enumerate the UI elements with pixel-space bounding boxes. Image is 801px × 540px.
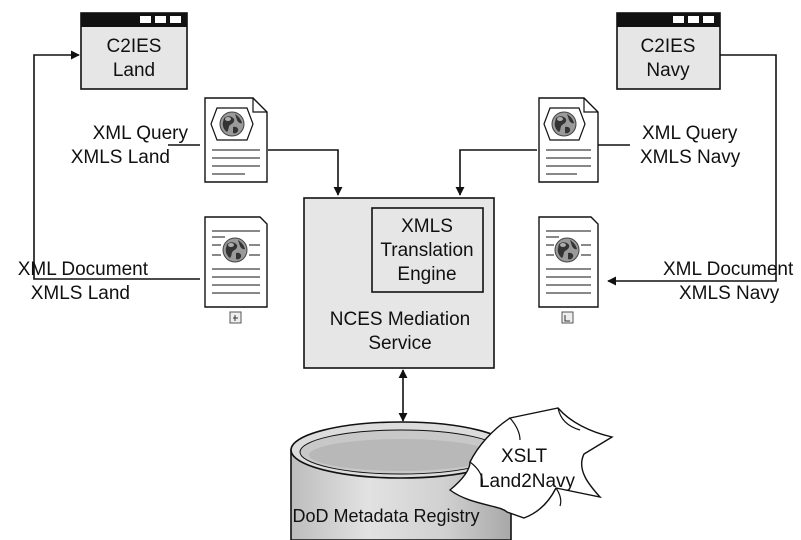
engine-label-line1: XMLS bbox=[401, 216, 453, 237]
query-navy-label-line2: XMLS Navy bbox=[640, 147, 741, 168]
engine-label-line2: Translation bbox=[380, 240, 473, 261]
query-navy-label-line1: XML Query bbox=[642, 123, 738, 144]
registry-label: DoD Metadata Registry bbox=[292, 506, 479, 526]
window-navy-title-line2: Navy bbox=[646, 60, 690, 81]
window-land: C2IES Land bbox=[80, 12, 188, 90]
arrow-doc-land-to-window bbox=[33, 50, 200, 280]
globe-document-icon bbox=[538, 97, 599, 183]
doc-land-label-line1: XML Document bbox=[18, 259, 149, 280]
xslt-label-line2: Land2Navy bbox=[479, 471, 576, 492]
query-land-label-line1: XML Query bbox=[93, 123, 189, 144]
service-label-line2: Service bbox=[368, 333, 431, 354]
database-cylinder-icon: DoD Metadata Registry bbox=[290, 421, 512, 540]
side-labels: XML Query XMLS Land XML Query XMLS Navy … bbox=[18, 123, 794, 304]
globe-document-icon bbox=[538, 216, 599, 324]
translation-engine-box bbox=[371, 207, 484, 293]
query-land-label-line2: XMLS Land bbox=[71, 147, 170, 168]
doc-navy-label-line1: XML Document bbox=[663, 259, 794, 280]
globe-document-icon bbox=[204, 97, 268, 183]
xslt-label-line1: XSLT bbox=[501, 446, 548, 467]
window-land-title-line1: C2IES bbox=[107, 36, 162, 57]
arrow-window-navy-to-doc bbox=[607, 54, 777, 286]
scroll-document-icon: XSLT Land2Navy bbox=[448, 407, 614, 519]
doc-land-label-line2: XMLS Land bbox=[31, 283, 130, 304]
arrow-query-land-to-service bbox=[268, 149, 343, 196]
globe-document-icon bbox=[204, 216, 268, 324]
engine-label-line3: Engine bbox=[397, 264, 456, 285]
doc-navy-label-line2: XMLS Navy bbox=[679, 283, 780, 304]
window-navy: C2IES Navy bbox=[616, 12, 721, 90]
window-navy-title-line1: C2IES bbox=[641, 36, 696, 57]
mediation-service: XMLS Translation Engine NCES Mediation S… bbox=[303, 197, 495, 369]
connectors bbox=[33, 50, 777, 422]
arrow-query-navy-to-service bbox=[455, 149, 537, 196]
service-label-line1: NCES Mediation bbox=[330, 309, 470, 330]
window-land-title-line2: Land bbox=[113, 60, 155, 81]
